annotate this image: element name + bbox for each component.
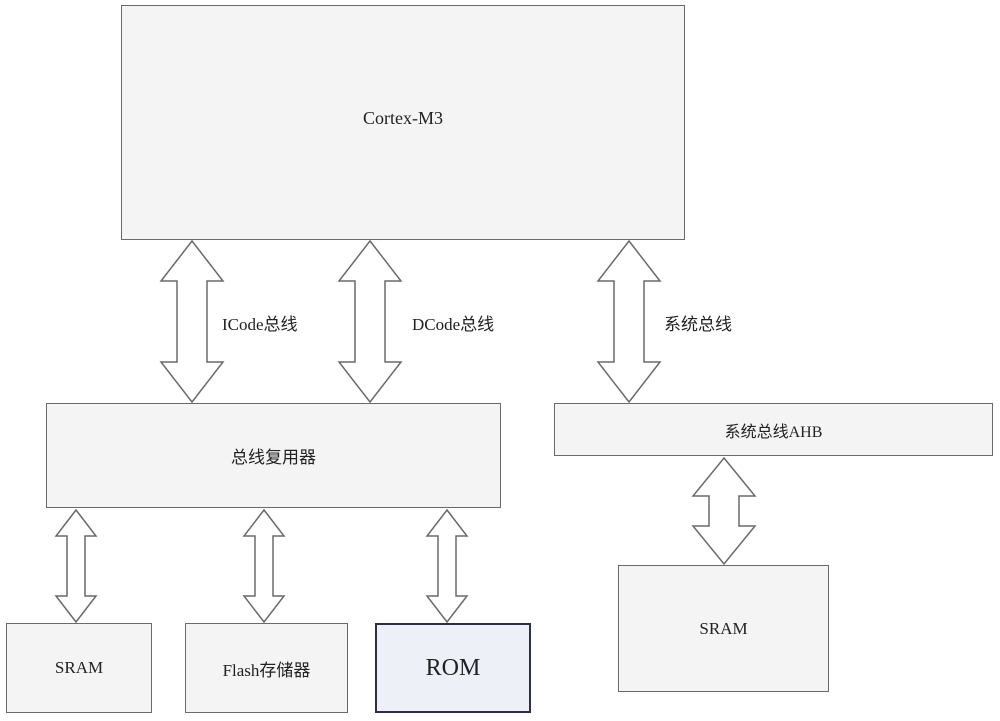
icode-bus-arrow (159, 239, 225, 404)
system-bus-arrow (596, 239, 662, 404)
cortex-m3-box: Cortex-M3 (121, 5, 685, 240)
flash-link-arrow (242, 508, 286, 624)
sram-left-label: SRAM (54, 658, 104, 677)
cortex-m3-label: Cortex-M3 (363, 108, 443, 128)
dcode-bus-arrow (337, 239, 403, 404)
system-ahb-box: 系统总线AHB (554, 403, 993, 456)
dcode-bus-label: DCode总线 (412, 315, 495, 334)
bus-matrix-label: 总线复用器 (231, 448, 316, 467)
ahb-sram-link-arrow (691, 456, 757, 566)
sram-left-box: SRAM (6, 623, 152, 713)
flash-box: Flash存储器 (185, 623, 348, 713)
system-bus-label: 系统总线 (664, 315, 732, 334)
rom-label: ROM (425, 654, 481, 681)
rom-link-arrow (425, 508, 469, 624)
bus-matrix-box: 总线复用器 (46, 403, 501, 508)
sram-right-label: SRAM (699, 618, 748, 638)
system-ahb-label: 系统总线AHB (724, 423, 823, 441)
icode-bus-label: ICode总线 (222, 315, 298, 334)
rom-box: ROM (375, 623, 531, 713)
flash-label: Flash存储器 (222, 660, 311, 680)
sram-right-box: SRAM (618, 565, 829, 692)
sram-left-link-arrow (54, 508, 98, 624)
